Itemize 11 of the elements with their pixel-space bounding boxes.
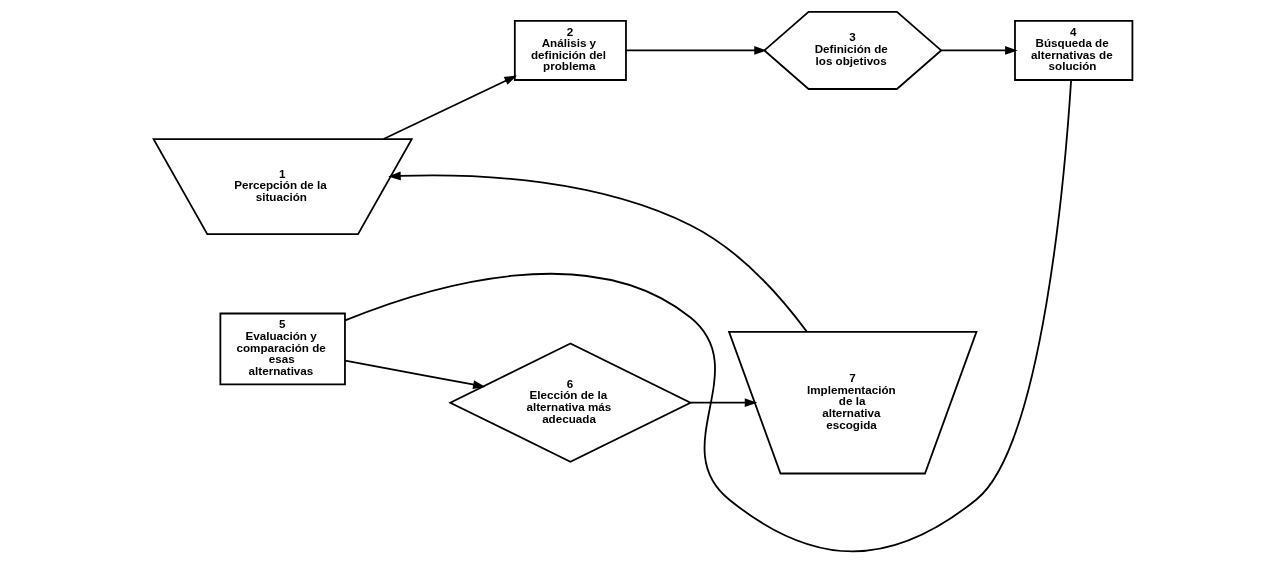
- node-box: 4 Búsqueda de alternativas de solución: [1014, 19, 1134, 81]
- node-diamond: 6 Elección de la alternativa más adecuada: [448, 342, 693, 463]
- connector: [344, 79, 1072, 553]
- arrow: [344, 359, 486, 389]
- arrow: [625, 46, 767, 55]
- arrow: [940, 46, 1018, 55]
- node-box: 5 Evaluación y comparación de esas alternativas: [219, 312, 346, 386]
- arrow: [689, 398, 758, 408]
- arrow: [382, 75, 517, 140]
- node-box: 2 Análisis y definición del problema: [513, 19, 627, 81]
- arrow: [388, 171, 808, 333]
